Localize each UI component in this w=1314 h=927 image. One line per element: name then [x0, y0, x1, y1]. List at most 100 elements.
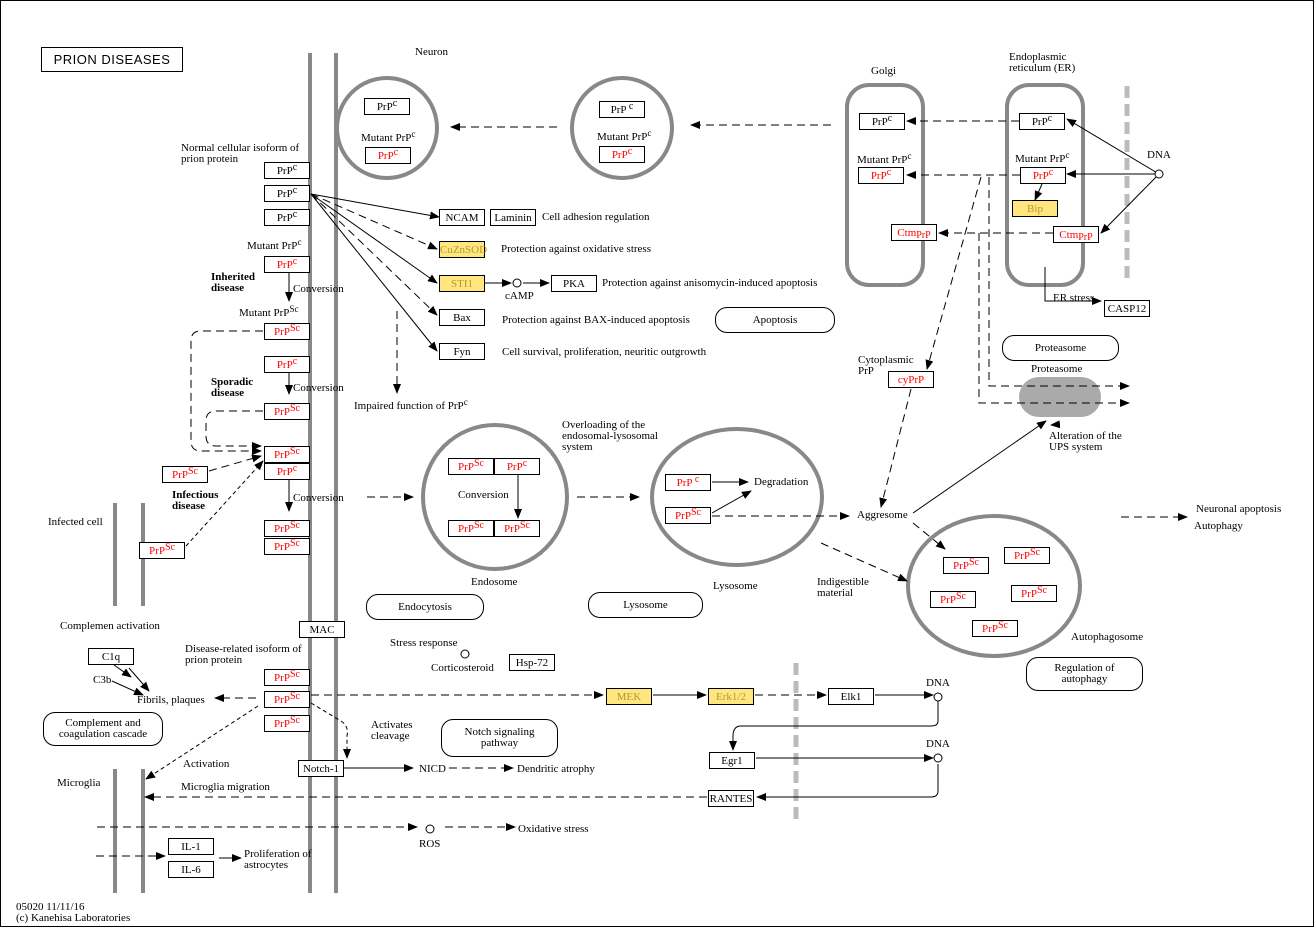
node-label: PrP [274, 672, 290, 684]
label-dna: DNA [926, 677, 950, 689]
gene-prpsc[interactable]: PrPSc [162, 466, 208, 483]
gene-hsp72[interactable]: Hsp-72 [509, 654, 555, 671]
label-sup: c [411, 129, 416, 139]
label-cell-adhesion: Cell adhesion regulation [542, 211, 650, 223]
gene-ctmprp[interactable]: CtmPrP [1053, 226, 1099, 243]
node-sup: c [886, 167, 892, 178]
gene-prpsc[interactable]: PrPSc [943, 557, 989, 574]
gene-mutant-prpc[interactable]: PrPc [1020, 167, 1066, 184]
gene-ctmprp[interactable]: CtmPrP [891, 224, 937, 241]
gene-cuznsod[interactable]: CuZnSOD [439, 241, 487, 258]
gene-prpsc[interactable]: PrPSc [264, 538, 310, 555]
map-autophagy[interactable]: Regulation of autophagy [1026, 657, 1143, 691]
gene-laminin[interactable]: Laminin [490, 209, 536, 226]
node-label: PrP [458, 523, 474, 535]
gene-prpc[interactable]: PrPc [264, 185, 310, 202]
gene-prpsc[interactable]: PrPSc [264, 669, 310, 686]
map-endocytosis[interactable]: Endocytosis [366, 594, 484, 620]
gene-prpsc[interactable]: PrPSc [972, 620, 1018, 637]
gene-prpc[interactable]: PrPc [859, 113, 905, 130]
gene-bax[interactable]: Bax [439, 309, 485, 326]
node-label: PrP [1014, 550, 1030, 562]
node-sub: PrP [1078, 232, 1093, 243]
label-sup: c [907, 151, 912, 161]
gene-elk1[interactable]: Elk1 [828, 688, 874, 705]
label-nicd: NICD [419, 763, 446, 775]
gene-prpc[interactable]: PrP c [599, 101, 645, 118]
gene-fyn[interactable]: Fyn [439, 343, 485, 360]
node-label: PrP [276, 466, 293, 478]
gene-pka[interactable]: PKA [551, 275, 597, 292]
node-sup: Sc [289, 446, 300, 457]
gene-prpsc[interactable]: PrPSc [665, 507, 711, 524]
gene-egr1[interactable]: Egr1 [709, 752, 755, 769]
gene-prpsc[interactable]: PrPSc [264, 323, 310, 340]
gene-sti1[interactable]: STI1 [439, 275, 485, 292]
gene-notch1[interactable]: Notch-1 [298, 760, 344, 777]
label-cytoplasmic: Cytoplasmic PrP [858, 354, 914, 377]
label-dna: DNA [926, 738, 950, 750]
gene-prpc[interactable]: PrP c [665, 474, 711, 491]
gene-prpsc[interactable]: PrPSc [448, 458, 494, 475]
gene-mek[interactable]: MEK [606, 688, 652, 705]
gene-prpc[interactable]: PrPc [264, 356, 310, 373]
gene-prpsc[interactable]: PrPSc [264, 403, 310, 420]
label-ups: Alteration of the UPS system [1049, 430, 1122, 453]
gene-mutant-prpc[interactable]: PrPc [599, 146, 645, 163]
node-label: PrP [276, 259, 293, 271]
map-complement[interactable]: Complement and coagulation cascade [43, 712, 163, 746]
gene-mutant-prpc[interactable]: PrPc [365, 147, 411, 164]
gene-rantes[interactable]: RANTES [708, 790, 754, 807]
label-c3b: C3b [93, 674, 112, 686]
gene-prpc[interactable]: PrPc [494, 458, 540, 475]
node-sup: Sc [473, 458, 484, 469]
gene-prpsc[interactable]: PrPSc [264, 715, 310, 732]
gene-prpsc[interactable]: PrPSc [264, 520, 310, 537]
gene-erk[interactable]: Erk1/2 [708, 688, 754, 705]
gene-prpc[interactable]: PrPc [264, 162, 310, 179]
map-lysosome[interactable]: Lysosome [588, 592, 703, 618]
label-mutant-prpc: Mutant PrPc [857, 152, 911, 166]
gene-prpsc[interactable]: PrPSc [139, 542, 185, 559]
gene-prpc[interactable]: PrPc [364, 98, 410, 115]
map-notch-signaling[interactable]: Notch signaling pathway [441, 719, 558, 757]
gene-prpc[interactable]: PrPc [264, 463, 310, 480]
node-sup: c [522, 458, 528, 469]
gene-il1[interactable]: IL-1 [168, 838, 214, 855]
gene-mutant-prpc[interactable]: PrPc [858, 167, 904, 184]
gene-prpc[interactable]: PrPc [1019, 113, 1065, 130]
gene-bip[interactable]: Bip [1012, 200, 1058, 217]
gene-mac[interactable]: MAC [299, 621, 345, 638]
node-sup: c [392, 98, 398, 109]
gene-prpsc[interactable]: PrPSc [1004, 547, 1050, 564]
gene-prpc[interactable]: PrPc [264, 209, 310, 226]
label-mutant-prpsc: Mutant PrPSc [239, 305, 298, 319]
gene-prpsc[interactable]: PrPSc [930, 591, 976, 608]
footer-id: 05020 11/11/16 [16, 901, 85, 913]
label-autophagosome: Autophagosome [1071, 631, 1144, 643]
node-label: PrP [274, 541, 290, 553]
node-label: PrP [274, 523, 290, 535]
map-apoptosis[interactable]: Apoptosis [715, 307, 835, 333]
footer-copyright: (c) Kanehisa Laboratories [16, 912, 131, 924]
gene-casp12[interactable]: CASP12 [1104, 300, 1150, 317]
label-proteasome: Proteasome [1031, 363, 1083, 375]
gene-prpsc[interactable]: PrPSc [448, 520, 494, 537]
gene-il6[interactable]: IL-6 [168, 861, 214, 878]
label-dendritic: Dendritic atrophy [517, 763, 595, 775]
map-proteasome[interactable]: Proteasome [1002, 335, 1119, 361]
label-infectious: Infectious disease [172, 489, 219, 512]
gene-prpsc[interactable]: PrPSc [264, 691, 310, 708]
node-label: PrP [377, 150, 394, 162]
gene-prpsc[interactable]: PrPSc [1011, 585, 1057, 602]
gene-c1q[interactable]: C1q [88, 648, 134, 665]
label-oxidative: Protection against oxidative stress [501, 243, 651, 255]
gene-ncam[interactable]: NCAM [439, 209, 485, 226]
node-label: Ctm [1059, 229, 1079, 241]
gene-prpsc[interactable]: PrPSc [264, 446, 310, 463]
node-label: PrP [1032, 170, 1049, 182]
label-sup: Sc [289, 304, 299, 314]
gene-prpsc[interactable]: PrPSc [494, 520, 540, 537]
gene-mutant-prpc[interactable]: PrPc [264, 256, 310, 273]
gene-cyprp[interactable]: cyPrP [888, 371, 934, 388]
